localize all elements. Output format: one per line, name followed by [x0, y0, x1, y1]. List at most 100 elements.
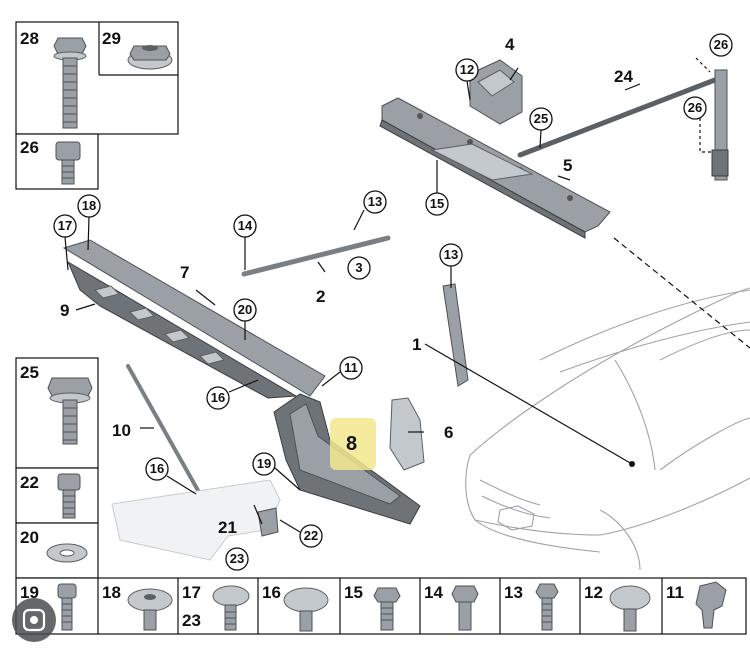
callout-16a: 16 [206, 386, 230, 410]
label-19: 19 [20, 583, 39, 602]
callout-23: 23 [225, 547, 249, 571]
svg-text:25: 25 [534, 111, 548, 126]
label-28: 28 [20, 29, 39, 48]
screw-19-icon [57, 583, 77, 631]
callout-19: 19 [252, 452, 276, 476]
svg-text:13: 13 [444, 247, 458, 262]
svg-text:13: 13 [368, 194, 382, 209]
bottom-parts-table: 19 18 17 23 16 15 14 13 12 11 [15, 577, 747, 635]
callout-3: 3 [347, 256, 371, 280]
callout-leaders [64, 80, 542, 533]
callout-12: 12 [455, 58, 479, 82]
screw-12-icon [609, 585, 651, 632]
svg-text:11: 11 [344, 360, 358, 375]
bolt-25-icon [47, 377, 93, 445]
callout-9: 9 [60, 301, 69, 320]
callout-5: 5 [563, 156, 572, 175]
callout-24: 24 [614, 67, 633, 86]
callout-4: 4 [505, 35, 515, 54]
screw-26-icon [55, 141, 81, 185]
callout-11: 11 [339, 356, 363, 380]
svg-text:26: 26 [714, 37, 728, 52]
clip-11-icon [695, 581, 727, 629]
label-11: 11 [666, 583, 684, 602]
part-7-panel [62, 239, 326, 399]
part-26-hook [695, 57, 714, 153]
callouts-plain: 1 2 4 5 6 7 8 9 10 21 24 [60, 35, 633, 537]
highlight-box [330, 418, 376, 470]
label-15: 15 [344, 583, 363, 602]
label-25: 25 [20, 363, 39, 382]
bolt-15-icon [373, 587, 401, 631]
ghost-bracket [111, 479, 281, 561]
label-20: 20 [20, 528, 39, 547]
callout-13b: 13 [439, 243, 463, 267]
label-29: 29 [102, 29, 121, 48]
label-13: 13 [504, 583, 523, 602]
cell-22 [15, 467, 99, 524]
label-22: 22 [20, 473, 39, 492]
screw-22-icon [57, 473, 81, 519]
part-10-rod [126, 364, 202, 496]
screw-16-icon [283, 587, 329, 632]
part-2-rod [241, 235, 391, 277]
cell-28-29 [15, 21, 179, 135]
nut-29-icon [127, 45, 173, 70]
left-parts-table: 28 29 26 25 22 20 [15, 21, 179, 579]
label-14: 14 [424, 583, 443, 602]
callouts-circled: 3 11 12 13 13 14 15 16 16 17 18 19 20 22… [53, 33, 733, 571]
part-8-panel [273, 393, 421, 525]
callout-20: 20 [233, 298, 257, 322]
callout-17: 17 [53, 214, 77, 238]
label-23: 23 [182, 611, 201, 630]
bolt-14-icon [451, 585, 479, 631]
callout-10: 10 [112, 421, 131, 440]
car-outline [465, 287, 750, 571]
svg-text:19: 19 [257, 456, 271, 471]
callout-13a: 13 [363, 190, 387, 214]
callout-16b: 16 [145, 457, 169, 481]
callout-14: 14 [233, 214, 257, 238]
part-21-bracket [257, 507, 279, 537]
part-1-strut [442, 283, 469, 387]
svg-text:22: 22 [304, 528, 318, 543]
label-17: 17 [182, 583, 201, 602]
label-16: 16 [262, 583, 281, 602]
lens-icon[interactable] [12, 598, 56, 642]
svg-text:18: 18 [82, 198, 96, 213]
callout-1: 1 [412, 335, 421, 354]
svg-text:3: 3 [355, 260, 362, 275]
svg-text:14: 14 [238, 218, 253, 233]
leader-lines [75, 67, 750, 525]
svg-text:26: 26 [688, 100, 702, 115]
callout-22: 22 [299, 524, 323, 548]
callout-18: 18 [77, 194, 101, 218]
svg-text:17: 17 [58, 218, 72, 233]
label-12: 12 [584, 583, 603, 602]
svg-text:20: 20 [238, 302, 252, 317]
callout-15: 15 [425, 192, 449, 216]
svg-text:15: 15 [430, 196, 444, 211]
part-5-bracket [379, 97, 611, 239]
washer-20-icon [46, 543, 88, 563]
screw-18-icon [127, 588, 173, 631]
callout-25: 25 [529, 107, 553, 131]
callout-2: 2 [316, 287, 325, 306]
bolt-28-icon [53, 37, 87, 129]
label-26: 26 [20, 138, 39, 157]
screw-17-icon [212, 585, 250, 631]
callout-6: 6 [444, 423, 453, 442]
svg-text:16: 16 [211, 390, 225, 405]
part-6-bracket [389, 397, 425, 471]
bolt-13-icon [535, 583, 559, 631]
label-18: 18 [102, 583, 121, 602]
svg-text:12: 12 [460, 62, 474, 77]
callout-7: 7 [180, 263, 189, 282]
cell-26 [15, 133, 99, 190]
callout-8: 8 [346, 433, 357, 455]
svg-text:23: 23 [230, 551, 244, 566]
cell-25 [15, 357, 99, 469]
part-4-bracket [469, 59, 523, 125]
callout-26a: 26 [709, 33, 733, 57]
